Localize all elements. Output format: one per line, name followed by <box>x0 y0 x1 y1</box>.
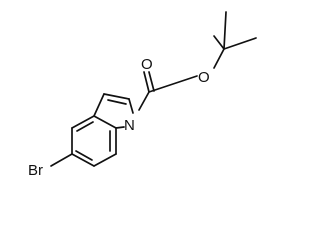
bond-c2-n1 <box>128 98 134 114</box>
bond-ester-o-tbutyl <box>213 48 225 69</box>
bond-carbonyl-ester-o <box>148 75 198 93</box>
bond-c3a-c3 <box>93 93 105 117</box>
pyrrole-ring <box>93 93 134 129</box>
bond-carbonyl-o-double-b <box>148 71 155 92</box>
molecular-structure-diagram: N O O Br <box>28 11 257 179</box>
bond-c6-c5 <box>71 153 95 167</box>
bond-n1-carbonyl <box>138 91 150 111</box>
boc-group <box>138 11 257 111</box>
double-bond-c6-c5 <box>75 150 93 161</box>
ester-oxygen-label: O <box>198 69 210 86</box>
bond-c3-c2 <box>103 93 130 100</box>
bond-tbutyl-methyl-1 <box>223 11 227 50</box>
bromine-label: Br <box>28 162 43 179</box>
bond-tbutyl-methyl-3 <box>213 35 225 50</box>
bond-c7-c6 <box>93 153 117 167</box>
bond-carbonyl-o-double-a <box>143 71 150 93</box>
bond-n1-c7a <box>115 126 125 129</box>
double-bond-c4-c3a <box>76 121 94 132</box>
nitrogen-label: N <box>124 117 135 134</box>
bond-c5-br <box>50 153 73 167</box>
bond-c3a-c7a <box>93 115 117 129</box>
carbonyl-oxygen-label: O <box>141 56 153 73</box>
bond-c4-c3a <box>71 115 95 129</box>
benzene-ring <box>71 115 117 167</box>
bond-tbutyl-methyl-2 <box>223 37 257 50</box>
double-bond-c3-c2 <box>107 99 127 105</box>
